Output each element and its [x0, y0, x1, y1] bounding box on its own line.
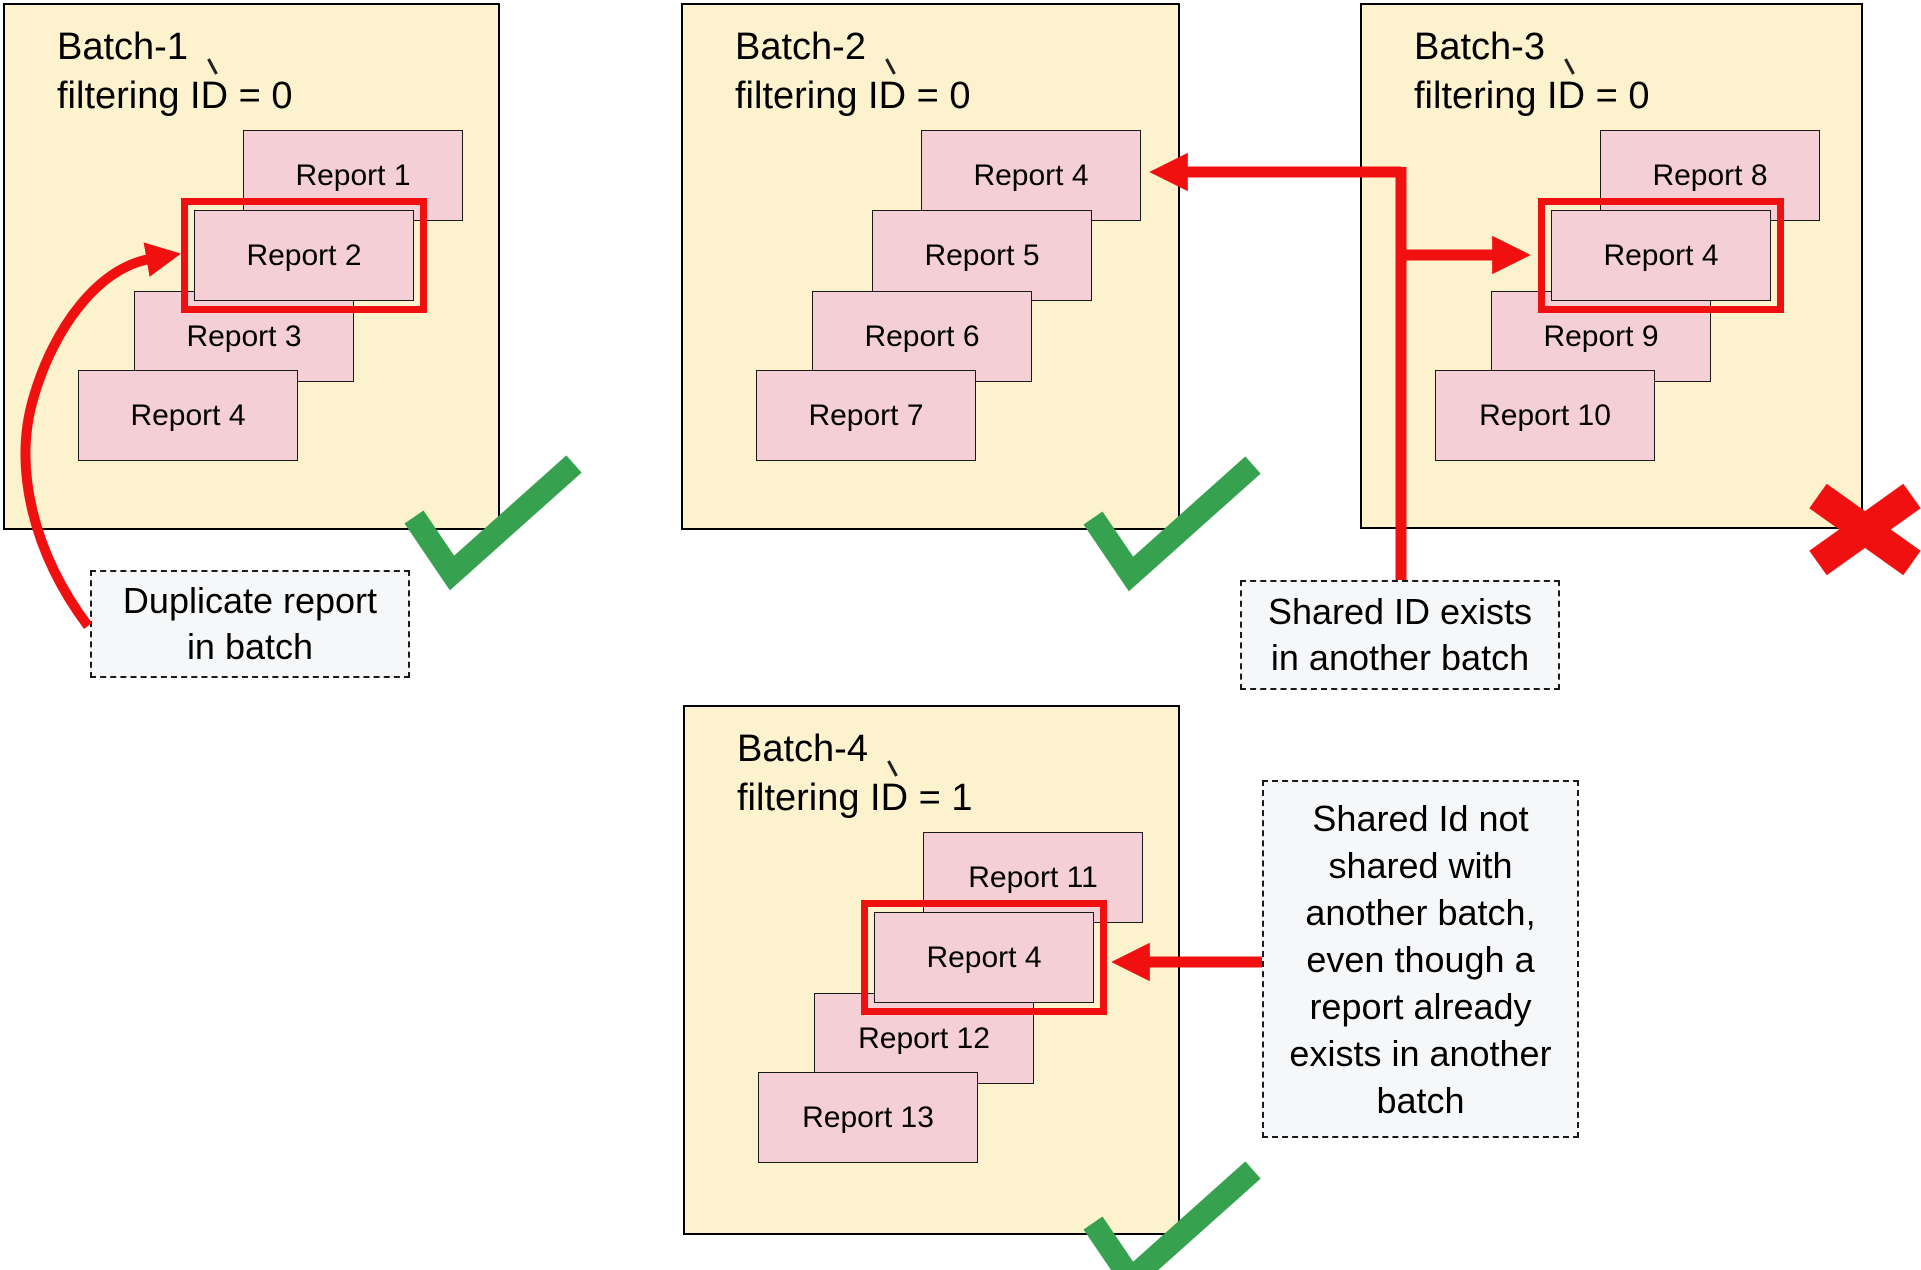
report-label: Report 12 — [858, 1021, 990, 1055]
batch-2-panel: Batch-2 filtering ID = 0 Report 4 Report… — [681, 3, 1180, 530]
report-card: Report 6 — [812, 291, 1032, 382]
report-label: Report 3 — [186, 319, 302, 353]
report-card-highlighted: Report 2 — [194, 210, 414, 301]
note-shared-id-not-shared: Shared Id not shared with another batch,… — [1262, 780, 1579, 1138]
batch-1-panel: Batch-1 filtering ID = 0 Report 1 Report… — [3, 3, 500, 530]
note-duplicate-report: Duplicate report in batch — [90, 570, 410, 678]
report-label: Report 4 — [926, 940, 1042, 974]
batch-name: Batch-4 — [737, 728, 868, 770]
batch-3-panel: Batch-3 filtering ID = 0 Report 8 Report… — [1360, 3, 1863, 529]
report-label: Report 9 — [1543, 319, 1659, 353]
note-text: Shared Id not shared with another batch,… — [1289, 797, 1552, 1121]
batch-1-title: Batch-1 filtering ID = 0 — [57, 23, 293, 121]
report-card: Report 13 — [758, 1072, 978, 1163]
report-label: Report 11 — [968, 860, 1098, 894]
shared-id-highlight-frame — [1538, 198, 1784, 313]
batch-4-title: Batch-4 filtering ID = 1 — [737, 725, 973, 823]
report-label: Report 10 — [1479, 398, 1611, 432]
note-text: Shared ID exists in another batch — [1267, 591, 1533, 678]
report-card: Report 1 — [243, 130, 463, 221]
batch-filter-label: filtering ID = 1 — [737, 777, 973, 819]
report-label: Report 8 — [1652, 158, 1768, 192]
batch-filter-label: filtering ID = 0 — [1414, 75, 1650, 117]
batch-3-title: Batch-3 filtering ID = 0 — [1414, 23, 1650, 121]
note-shared-id-exists: Shared ID exists in another batch — [1240, 580, 1560, 690]
batch-filter-label: filtering ID = 0 — [57, 75, 293, 117]
report-label: Report 2 — [246, 238, 362, 272]
report-card: Report 4 — [921, 130, 1141, 221]
report-label: Report 4 — [1603, 238, 1719, 272]
batch-name: Batch-1 — [57, 26, 188, 68]
report-card: Report 7 — [756, 370, 976, 461]
duplicate-highlight-frame — [181, 198, 427, 313]
batch-name: Batch-2 — [735, 26, 866, 68]
batch-4-panel: Batch-4 filtering ID = 1 Report 11 Repor… — [683, 705, 1180, 1235]
report-label: Report 5 — [924, 238, 1040, 272]
batch-name: Batch-3 — [1414, 26, 1545, 68]
note-text: Duplicate report in batch — [122, 580, 378, 667]
report-card-highlighted: Report 4 — [874, 912, 1094, 1003]
report-label: Report 4 — [130, 398, 246, 432]
report-label: Report 1 — [295, 158, 411, 192]
batch-filter-label: filtering ID = 0 — [735, 75, 971, 117]
shared-id-highlight-frame — [861, 900, 1107, 1015]
report-card: Report 4 — [78, 370, 298, 461]
report-label: Report 6 — [864, 319, 980, 353]
report-card-highlighted: Report 4 — [1551, 210, 1771, 301]
report-card: Report 10 — [1435, 370, 1655, 461]
report-label: Report 13 — [802, 1100, 934, 1134]
report-label: Report 7 — [808, 398, 924, 432]
report-card: Report 5 — [872, 210, 1092, 301]
batch-2-title: Batch-2 filtering ID = 0 — [735, 23, 971, 121]
report-label: Report 4 — [973, 158, 1089, 192]
